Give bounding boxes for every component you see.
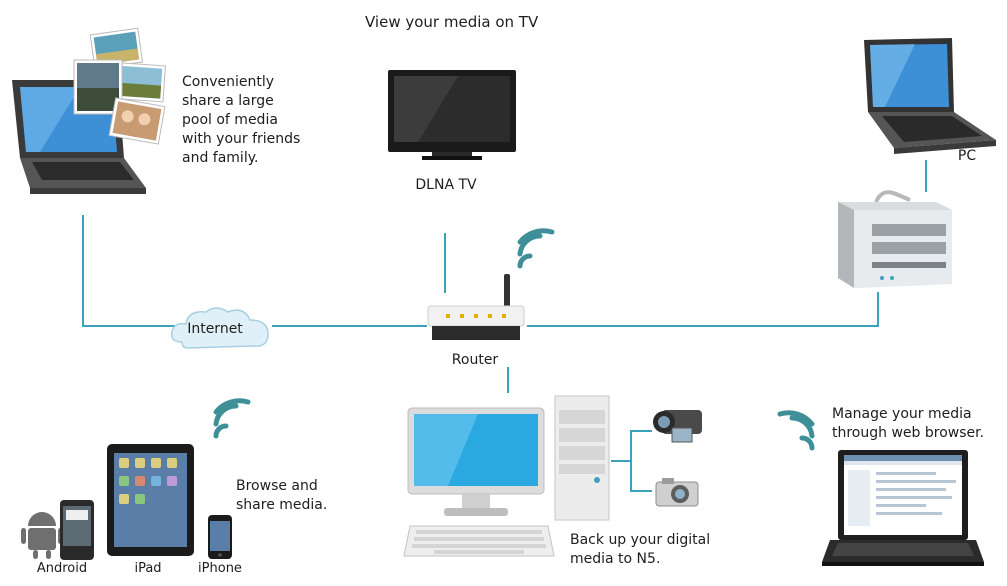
caption-browse-line: share media. xyxy=(236,497,328,513)
android-label: Android xyxy=(36,561,88,576)
wire-tower-branch xyxy=(611,460,631,462)
pc-label: PC xyxy=(957,148,977,164)
page-title: View your media on TV xyxy=(365,13,539,31)
caption-manage-line: through web browser. xyxy=(832,425,985,441)
wire-internet-router xyxy=(272,325,427,327)
desktop-monitor-icon xyxy=(407,407,545,516)
wire-laptop-internet xyxy=(82,325,182,327)
caption-share-line: and family. xyxy=(182,150,259,166)
iphone-icon xyxy=(208,515,232,559)
wire-branch-vertical xyxy=(630,430,632,492)
iphone-label: iPhone xyxy=(198,561,242,576)
android-phone-icon xyxy=(60,500,94,560)
internet-label: Internet xyxy=(187,321,243,337)
pc-laptop-icon xyxy=(864,38,996,154)
wifi-icon xyxy=(213,398,251,439)
router-label: Router xyxy=(451,352,499,368)
caption-browse-line: Browse and xyxy=(236,478,318,494)
tv-label: DLNA TV xyxy=(415,177,477,193)
wire-router-nas xyxy=(527,325,879,327)
wire-laptop-down xyxy=(82,215,84,327)
caption-share-line: pool of media xyxy=(182,112,278,128)
caption-manage-line: Manage your media xyxy=(832,406,972,422)
tv-icon xyxy=(388,70,516,160)
android-robot-icon xyxy=(21,512,63,559)
wire-nas-up xyxy=(877,292,879,327)
caption-backup-line: media to N5. xyxy=(570,551,661,567)
wifi-icon xyxy=(517,228,555,269)
keyboard-icon xyxy=(403,525,555,557)
nas-icon xyxy=(838,190,952,288)
router-icon xyxy=(427,274,525,340)
browser-laptop-icon xyxy=(822,450,984,566)
caption-manage: Manage your media through web browser. xyxy=(832,405,984,443)
wire-router-desktop xyxy=(507,367,509,393)
wire-branch-camera xyxy=(630,490,652,492)
caption-backup-line: Back up your digital xyxy=(570,532,711,548)
camcorder-icon xyxy=(653,410,702,443)
caption-browse: Browse and share media. xyxy=(236,477,327,515)
ipad-label: iPad xyxy=(134,561,162,576)
wire-branch-camcorder xyxy=(630,430,652,432)
photo-stack-icon xyxy=(73,27,167,145)
desktop-tower-icon xyxy=(554,395,610,521)
wifi-icon xyxy=(777,410,815,451)
camera-icon xyxy=(655,478,699,507)
caption-share-line: with your friends xyxy=(182,131,301,147)
caption-share-line: Conveniently xyxy=(182,74,275,90)
wire-tv-router xyxy=(444,233,446,293)
ipad-icon xyxy=(107,444,194,556)
wire-pc-nas xyxy=(925,160,927,192)
caption-backup: Back up your digital media to N5. xyxy=(570,531,710,569)
caption-share-line: share a large xyxy=(182,93,274,109)
caption-share: Conveniently share a large pool of media… xyxy=(182,73,300,168)
cloud-icon xyxy=(170,307,269,349)
